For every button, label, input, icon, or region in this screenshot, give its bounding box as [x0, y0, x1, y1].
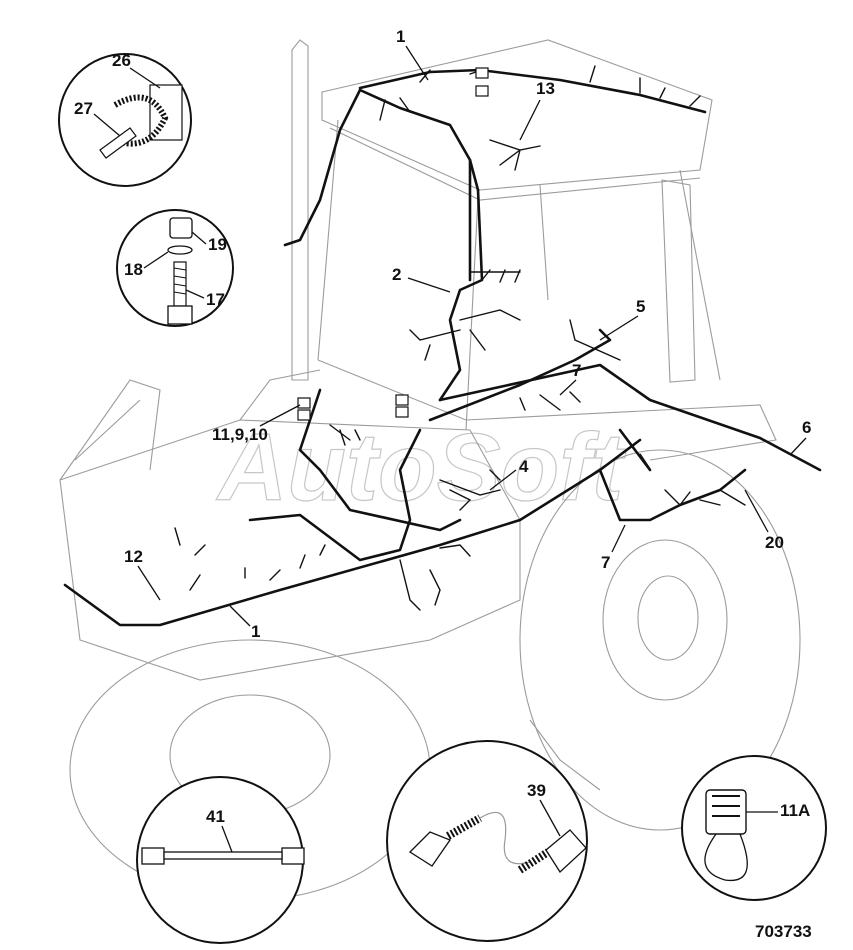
callout-18: 18: [124, 260, 143, 279]
figure-number: 703733: [755, 922, 812, 941]
callout-1: 1: [251, 622, 260, 641]
callout-11-9-10: 11,9,10: [212, 425, 268, 444]
callout-13: 13: [536, 79, 555, 98]
callout-27: 27: [74, 99, 93, 118]
callout-labels: 1 13 2 5 7 11,9,10 6 4 20 7 12 1: [124, 27, 811, 641]
callout-20: 20: [765, 533, 784, 552]
callout-7: 7: [601, 553, 610, 572]
watermark: AutoSoft: [216, 414, 627, 521]
wiring-harness: [63, 65, 822, 627]
callout-11A: 11A: [780, 801, 810, 820]
callout-41: 41: [206, 807, 225, 826]
callout-8: 7: [572, 361, 581, 380]
callout-6: 6: [802, 418, 811, 437]
callout-3: 1: [396, 27, 405, 46]
callout-2: 2: [392, 265, 401, 284]
callout-17: 17: [206, 290, 225, 309]
detail-jumper-lead: 41: [136, 776, 305, 944]
callout-5: 5: [636, 297, 645, 316]
detail-connector-11a: 11A: [681, 755, 827, 901]
callout-4: 4: [519, 457, 529, 476]
detail-bolt: 19 18 17: [116, 209, 234, 327]
callout-19: 19: [208, 235, 227, 254]
detail-cable-tie: 26 27: [58, 51, 192, 187]
detail-fusible-link: 39: [386, 740, 588, 942]
callout-12: 12: [124, 547, 143, 566]
callout-39: 39: [527, 781, 546, 800]
callout-26: 26: [112, 51, 131, 70]
